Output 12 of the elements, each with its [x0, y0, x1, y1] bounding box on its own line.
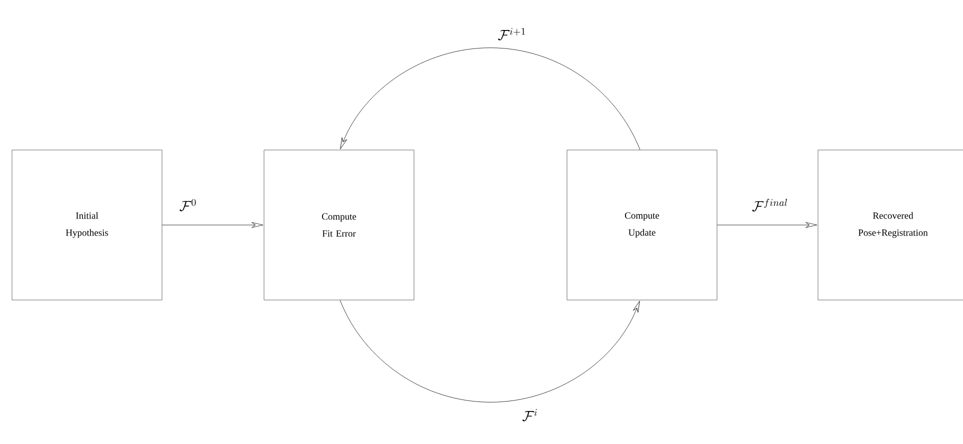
process-box: Recovered Pose+Registration — [818, 150, 963, 300]
process-box: Compute Fit Error — [264, 150, 414, 300]
arrow — [717, 222, 818, 228]
process-box: Compute Update — [566, 150, 718, 300]
edge-label: $\mathcal{F}^{0}$ — [178, 198, 198, 212]
arrow — [162, 222, 264, 228]
arrow — [340, 48, 640, 150]
process-box: Initial Hypothesis — [12, 150, 162, 300]
edge-label: $\mathcal{F}^{i}$ — [521, 408, 539, 422]
arrow — [340, 300, 640, 402]
edge-label: $\mathcal{F}^{i+1}$ — [496, 27, 528, 41]
edge-label: $\mathcal{F}^{final}$ — [750, 198, 790, 212]
